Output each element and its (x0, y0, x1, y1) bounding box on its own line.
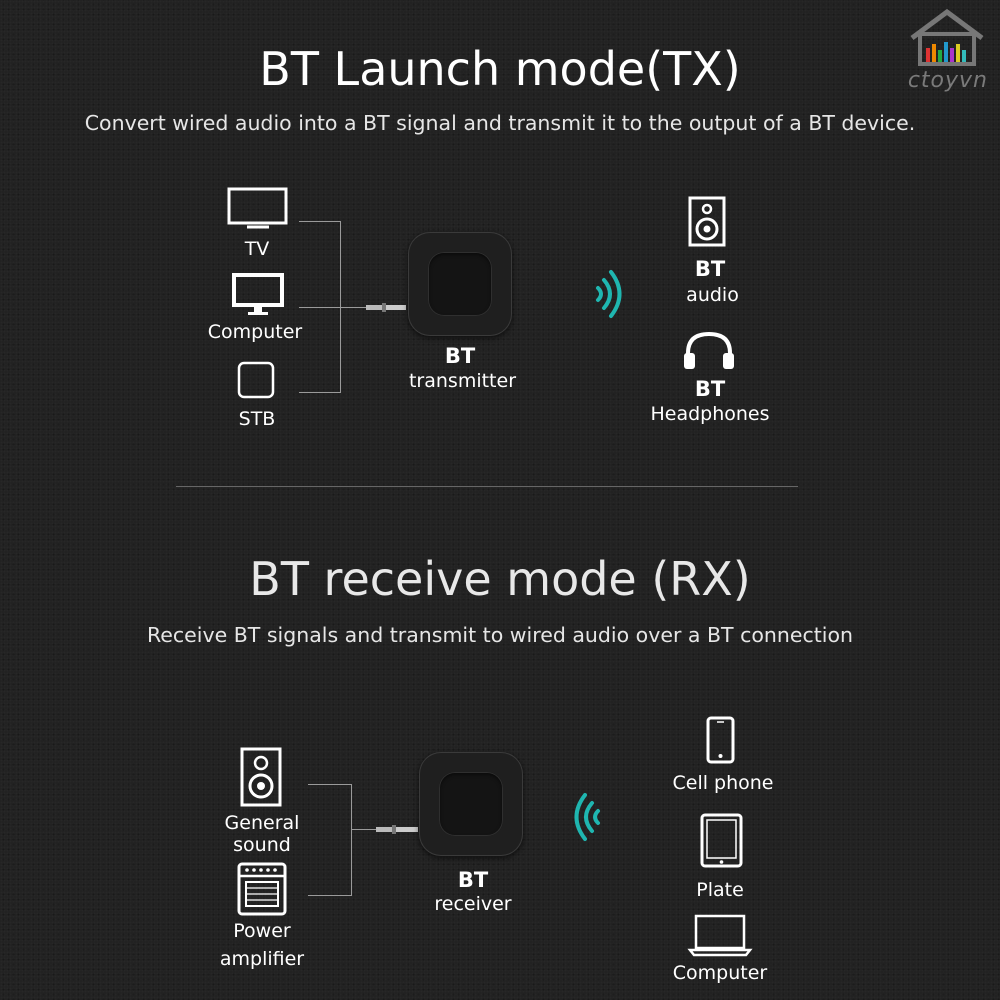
power-amplifier-label-2: amplifier (219, 948, 305, 970)
bt-transmitter-device (408, 232, 512, 336)
tx-wire-tv (299, 221, 341, 222)
house-logo-icon (910, 8, 984, 66)
rx-wire-out (351, 829, 377, 830)
cell-phone-label: Cell phone (672, 772, 774, 794)
transmitter-label-bt: BT (444, 344, 476, 368)
stb-label: STB (238, 408, 276, 430)
speaker-icon (688, 196, 726, 247)
bt-receiver-device (419, 752, 523, 856)
watermark-logo: ctoyvn (902, 4, 992, 94)
receiver-label-bt: BT (457, 868, 489, 892)
signal-waves-icon (596, 270, 622, 318)
tx-wire-computer (299, 307, 341, 308)
laptop-computer-label: Computer (672, 962, 768, 984)
rx-wire-amplifier (308, 895, 352, 896)
laptop-icon (687, 914, 753, 957)
tx-wire-out (340, 307, 368, 308)
tv-label: TV (244, 238, 270, 260)
tablet-icon (700, 813, 743, 868)
plate-label: Plate (696, 879, 744, 901)
signal-waves-icon (574, 793, 600, 841)
set-top-box-icon (237, 361, 275, 399)
power-amplifier-label-1: Power (233, 920, 291, 942)
rx-audio-jack-icon (376, 825, 418, 834)
tx-wire-stb (299, 392, 341, 393)
computer-label: Computer (207, 321, 303, 343)
rx-wire-speaker (308, 784, 352, 785)
headphones-icon (684, 331, 734, 369)
section-divider (176, 486, 798, 487)
bt-audio-label-bt: BT (694, 257, 726, 281)
transmitter-label: transmitter (408, 370, 517, 392)
phone-icon (706, 716, 735, 764)
bt-audio-label: audio (686, 284, 739, 306)
receiver-label: receiver (434, 893, 512, 915)
transmitter-button (428, 252, 492, 316)
general-sound-label-1: General (224, 812, 300, 834)
receiver-button (439, 772, 503, 836)
bt-headphones-label: Headphones (650, 403, 770, 425)
watermark-text: ctoyvn (907, 68, 988, 93)
general-sound-label-2: sound (233, 834, 291, 856)
rx-title: BT receive mode (RX) (249, 552, 751, 606)
bt-headphones-label-bt: BT (694, 377, 726, 401)
tx-title: BT Launch mode(TX) (259, 42, 741, 96)
tv-icon (227, 187, 288, 229)
rx-wire-bus (351, 784, 352, 896)
speaker-icon (240, 747, 282, 807)
amplifier-icon (237, 862, 287, 916)
tx-audio-jack-icon (366, 303, 406, 312)
tx-subtitle: Convert wired audio into a BT signal and… (84, 111, 916, 135)
rx-subtitle: Receive BT signals and transmit to wired… (146, 623, 854, 647)
monitor-icon (232, 273, 284, 315)
